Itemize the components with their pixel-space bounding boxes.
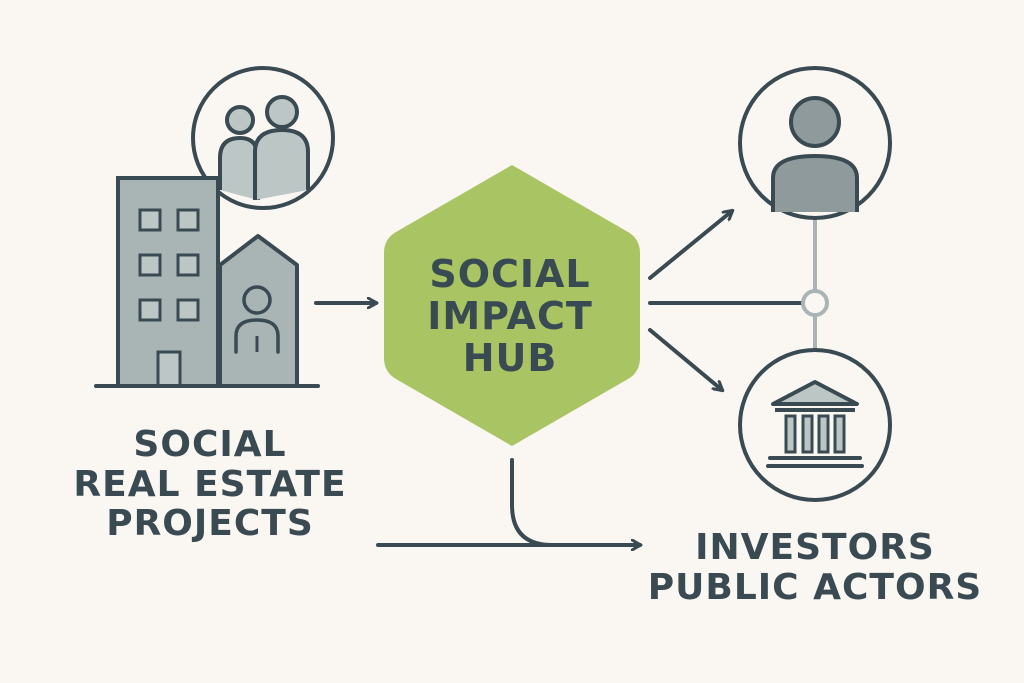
apartment-building-icon	[116, 176, 220, 388]
arrow-hub-to-institution	[648, 328, 722, 390]
public-institution-icon	[738, 348, 892, 502]
projects-label-line: SOCIAL	[133, 424, 287, 465]
hub-label: SOCIAL IMPACT HUB	[400, 252, 620, 380]
hub-hexagon	[384, 165, 640, 446]
hub-label-line: IMPACT	[427, 293, 593, 338]
investors-label-line: PUBLIC ACTORS	[647, 566, 983, 608]
person-icon	[234, 285, 280, 354]
arrow-hub-to-investor	[648, 211, 732, 280]
hub-label-line: HUB	[462, 335, 558, 380]
hub-label-line: SOCIAL	[429, 252, 591, 296]
projects-label-line: REAL ESTATE	[73, 463, 347, 505]
projects-label-line: PROJECTS	[106, 503, 314, 545]
investor-person-icon	[738, 66, 892, 220]
investors-label: INVESTORS PUBLIC ACTORS	[640, 528, 990, 607]
connector-node	[801, 289, 829, 317]
hub-down-curve	[510, 458, 554, 547]
projects-label: SOCIAL REAL ESTATE PROJECTS	[60, 425, 360, 544]
house-icon	[218, 234, 299, 388]
investors-label-line: INVESTORS	[695, 527, 935, 568]
family-icon	[191, 66, 335, 210]
